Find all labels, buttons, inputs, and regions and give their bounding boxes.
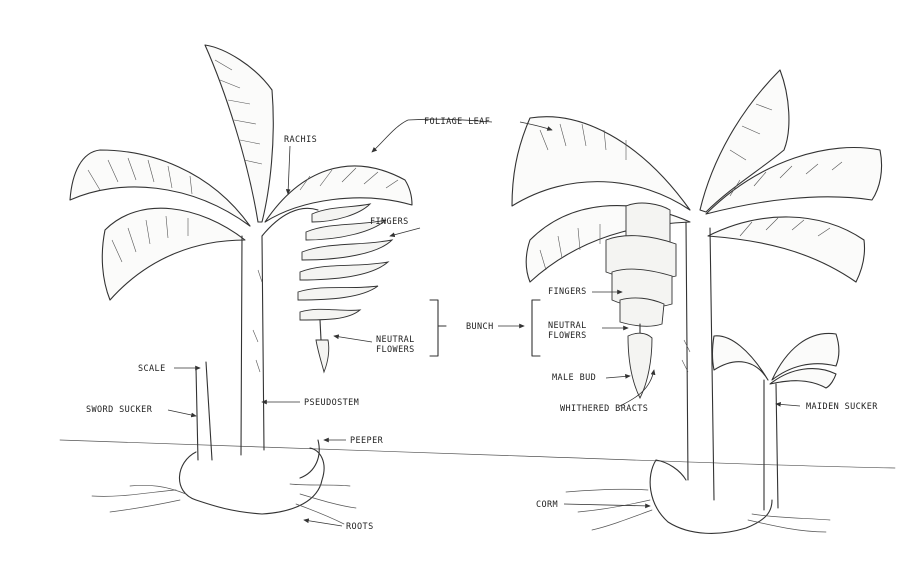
label-neutral-flowers-right-1: NEUTRAL [548, 321, 587, 331]
label-neutral-flowers-left-2: FLOWERS [376, 345, 415, 355]
maiden-sucker-stem [764, 380, 778, 510]
label-rachis: RACHIS [284, 135, 317, 145]
label-peeper: PEEPER [350, 436, 384, 446]
right-leaf-upper-left [512, 117, 690, 210]
right-banana-plant [512, 70, 882, 533]
label-scale: SCALE [138, 364, 166, 374]
label-corm: CORM [536, 500, 558, 510]
right-leaf-lower-right [708, 217, 865, 282]
label-foliage-leaf: FOLIAGE LEAF [424, 117, 490, 127]
left-banana-plant [70, 45, 412, 524]
label-neutral-flowers-left-1: NEUTRAL [376, 335, 415, 345]
left-corm [179, 448, 324, 514]
bunch-bracket [430, 300, 446, 356]
label-bunch: BUNCH [466, 322, 494, 332]
label-neutral-flowers-right-2: FLOWERS [548, 331, 587, 341]
peeper [300, 440, 319, 478]
ground-line [60, 440, 895, 468]
label-sword-sucker: SWORD SUCKER [86, 405, 153, 415]
left-pseudostem [241, 236, 264, 455]
label-fingers-left: FINGERS [370, 217, 409, 227]
label-withered-bracts: WHITHERED BRACTS [560, 404, 648, 414]
label-pseudostem: PSEUDOSTEM [304, 398, 359, 408]
label-fingers-right: FINGERS [548, 287, 587, 297]
label-maiden-sucker: MAIDEN SUCKER [806, 402, 878, 412]
right-pseudostem [686, 222, 714, 500]
left-leaf-lower-left [102, 208, 245, 300]
label-male-bud: MALE BUD [552, 373, 596, 383]
right-corm [650, 460, 772, 533]
maiden-sucker-leaves [713, 336, 769, 380]
label-roots: ROOTS [346, 522, 374, 532]
